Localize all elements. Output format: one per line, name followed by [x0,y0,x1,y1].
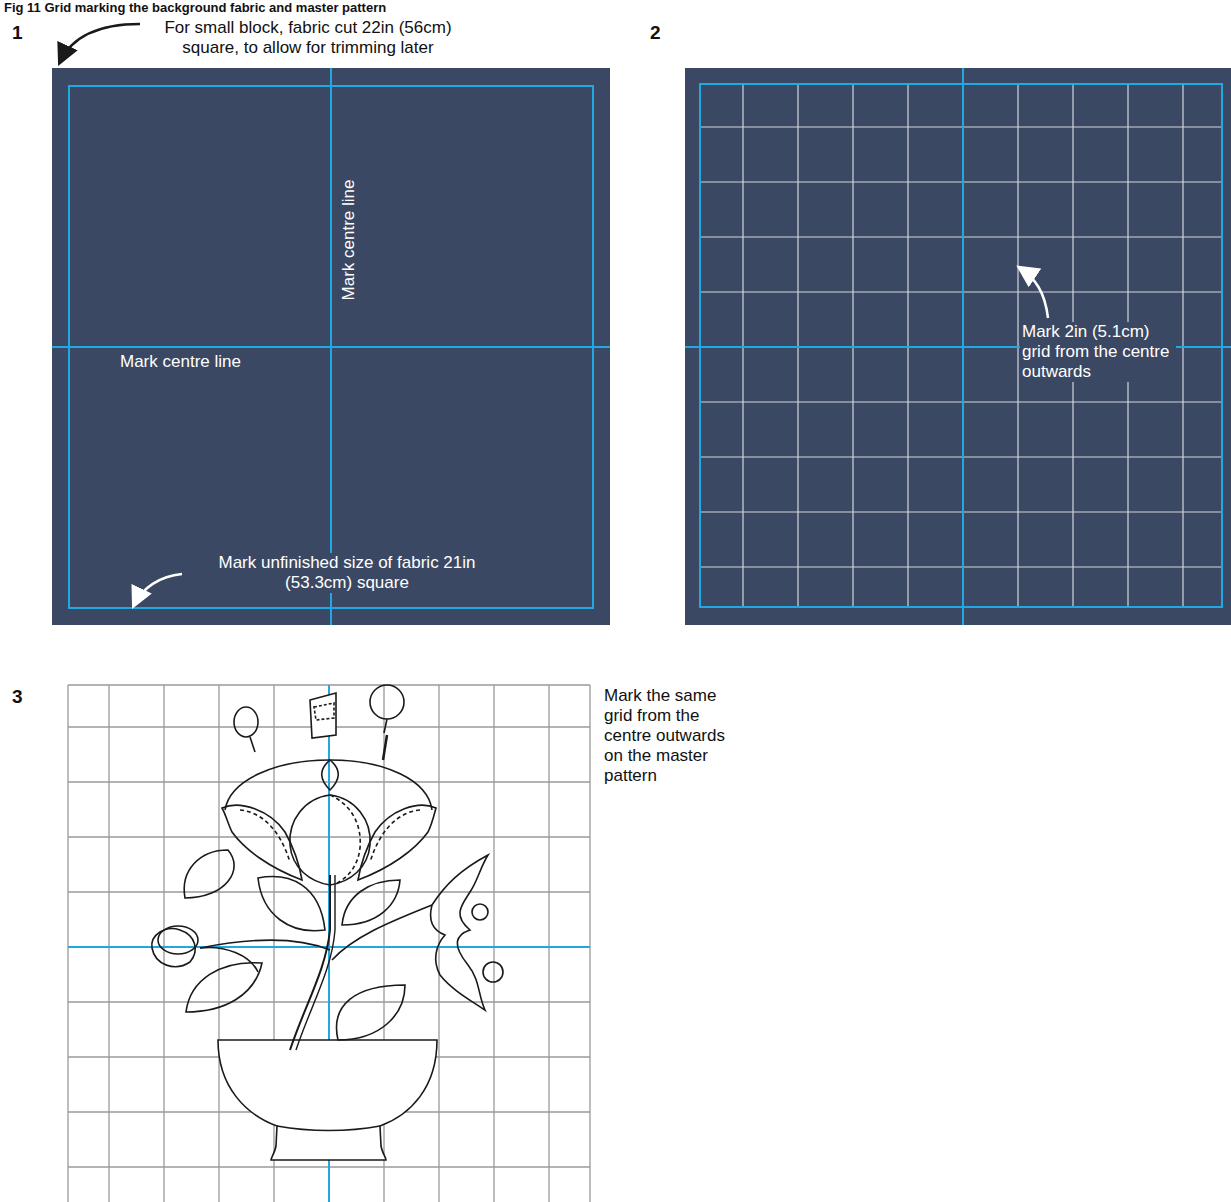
grid-line [1182,84,1183,607]
grid-line [742,84,743,607]
panel-number: 2 [650,22,661,44]
leader-arrow [134,574,182,605]
grid-line [108,685,109,1202]
grid-line [797,84,798,607]
grid-line [1017,84,1018,607]
grid-line [852,84,853,607]
panel-number: 3 [12,686,23,708]
grid-line [700,126,1222,127]
grid-line [218,685,219,1202]
grid-line [907,84,908,607]
fabric-square [52,68,610,625]
figure-title: Fig 11 Grid marking the background fabri… [4,0,386,15]
grid-line [589,685,590,1202]
grid-line [700,511,1222,512]
grid-line [700,236,1222,237]
leader-arrow [1020,268,1048,318]
grid-lines [68,685,590,1202]
note-text: Mark centre line [339,180,359,301]
centre-line [52,346,610,348]
grid-line [700,401,1222,402]
note-text: For small block, fabric cut 22in (56cm) … [143,18,473,58]
note-text: Mark unfinished size of fabric 21in (53.… [205,553,489,593]
note-text: Mark centre line [118,352,243,372]
unfinished-size-outline [700,84,1222,607]
grid-line [493,685,494,1202]
grid-line [700,181,1222,182]
grid-line [700,291,1222,292]
note-text: Mark 2in (5.1cm) grid from the centre ou… [1020,322,1176,382]
note-text: Mark the same grid from the centre outwa… [604,686,742,786]
leader-arrow [60,24,140,62]
grid-line [548,685,549,1202]
fabric-square [685,68,1231,625]
grid-line [67,685,68,1202]
grid-line [700,456,1222,457]
grid-line [700,566,1222,567]
panel-number: 1 [12,22,23,44]
master-pattern-motif [152,685,503,1160]
grid-lines [700,84,1222,607]
